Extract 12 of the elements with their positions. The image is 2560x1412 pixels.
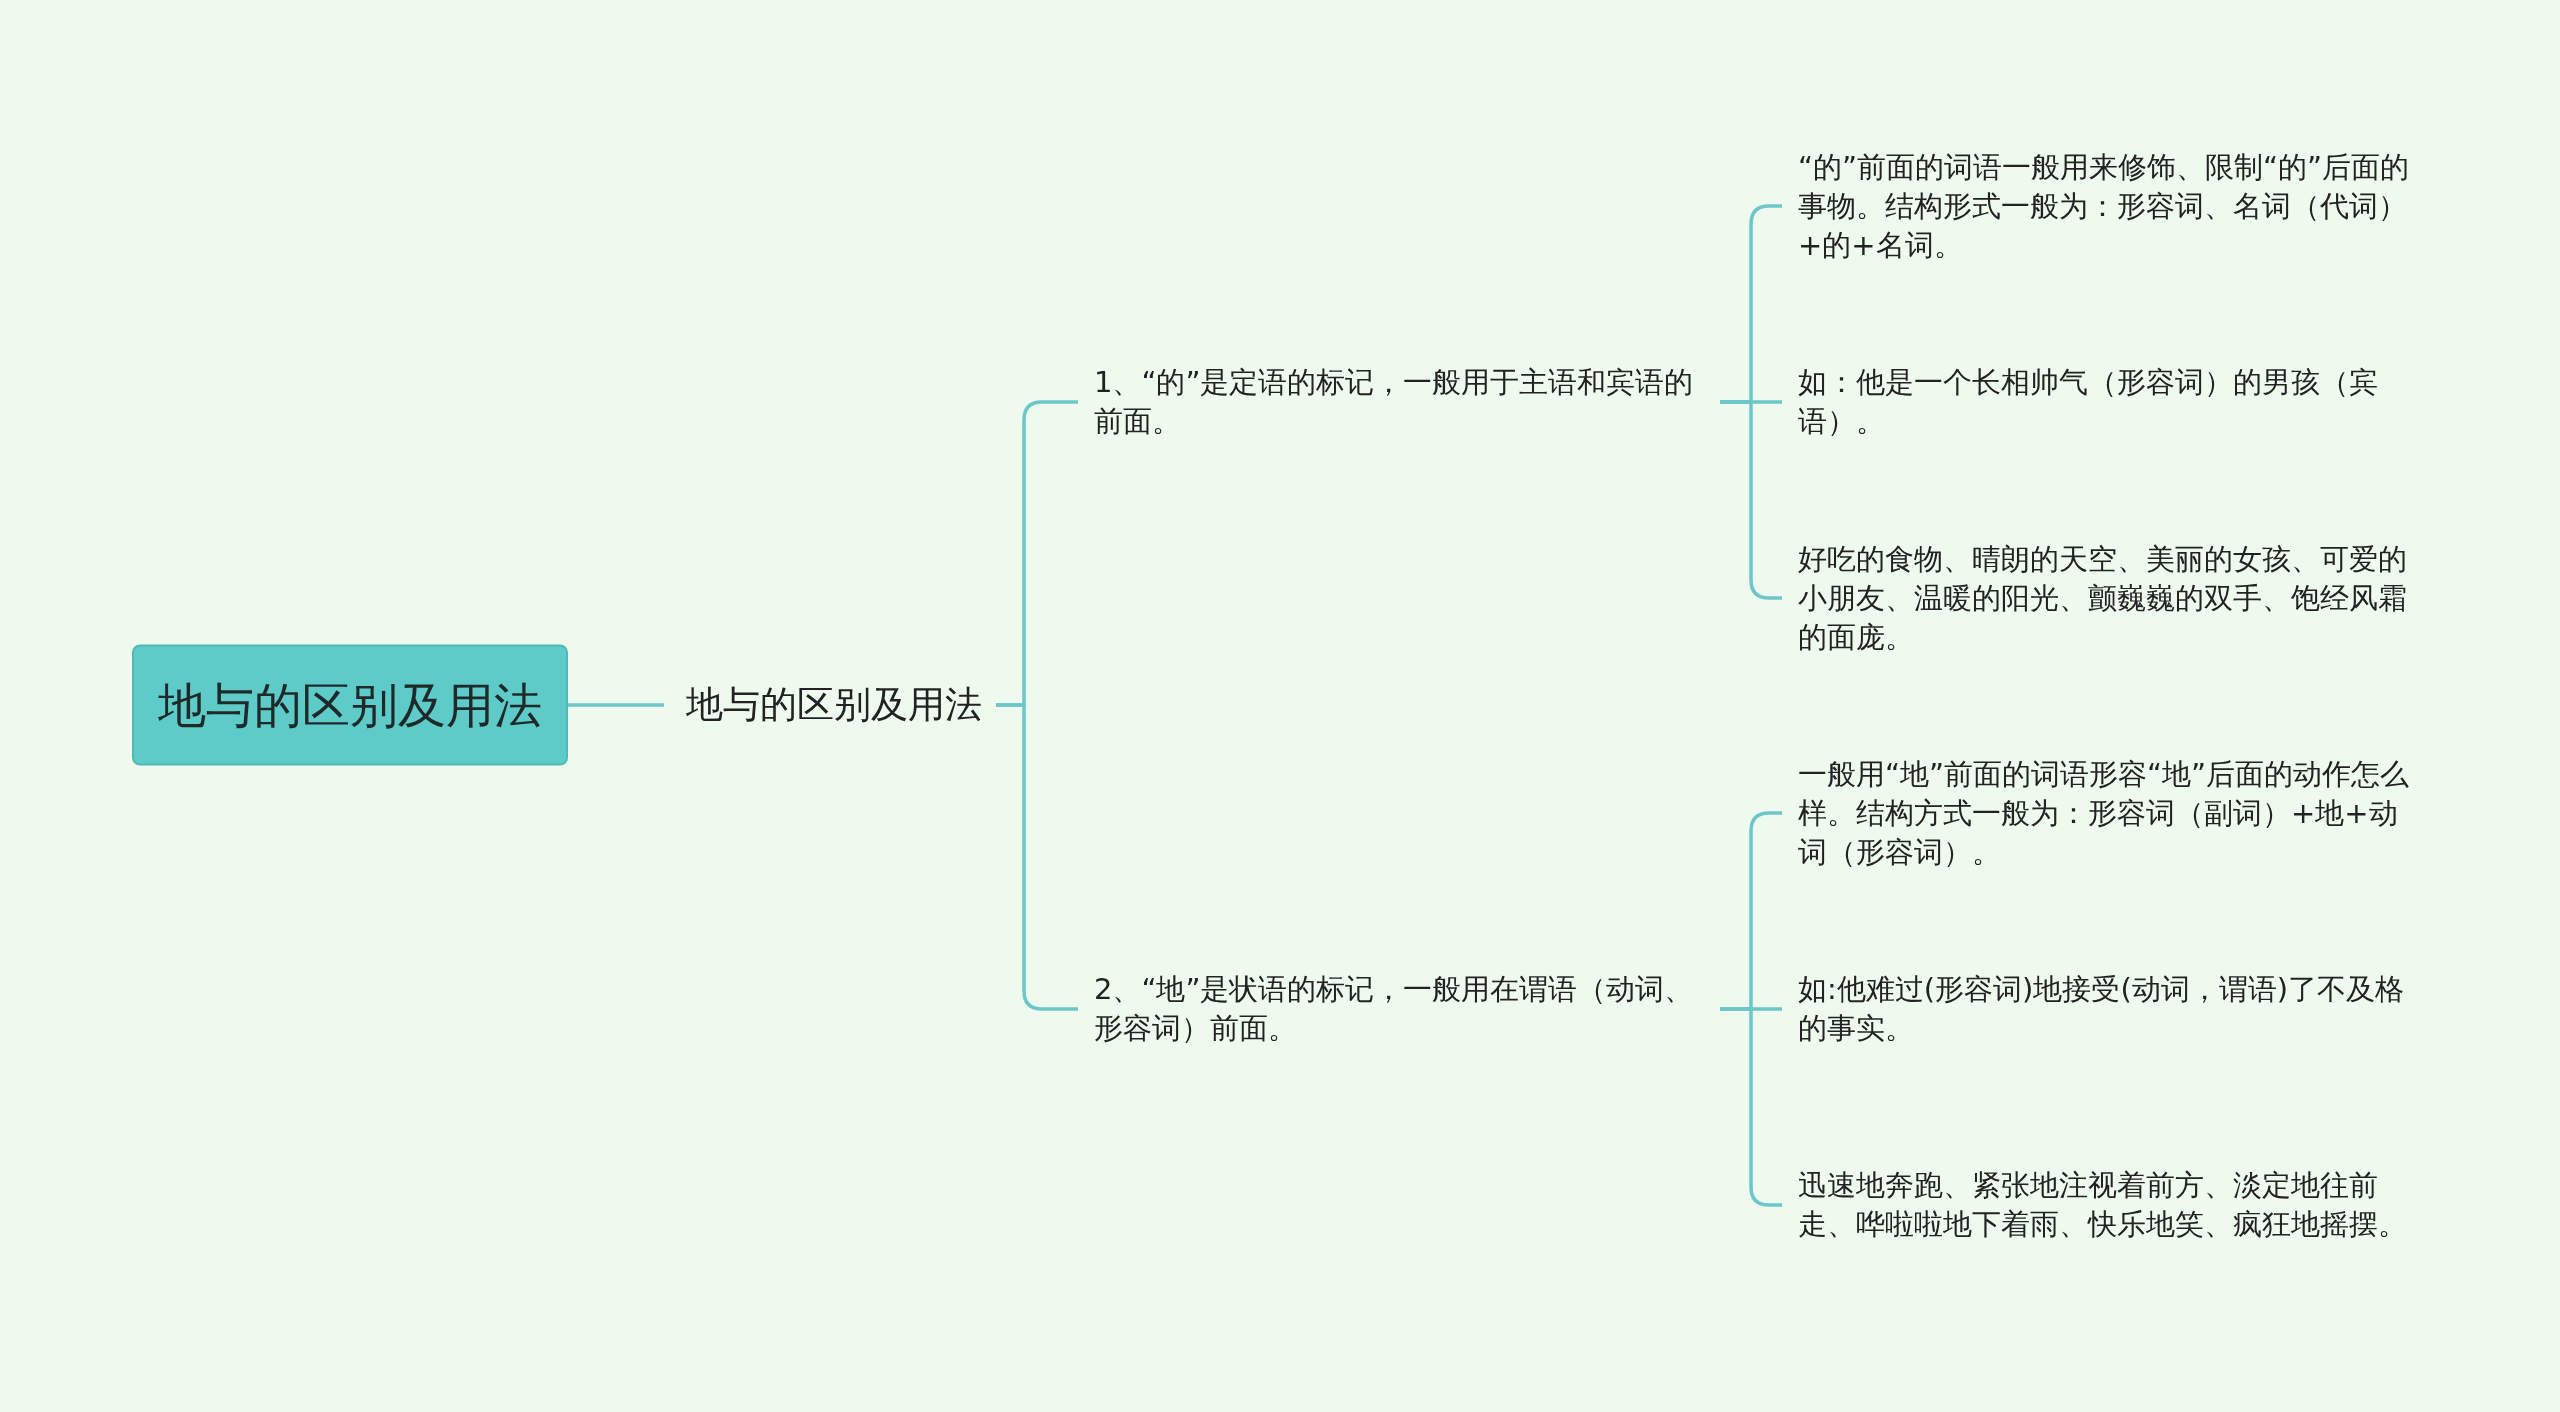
connector-line — [568, 703, 664, 707]
topic-text: “的”前面的词语一般用来修饰、限制“的”后面的事物。结构形式一般为：形容词、名词（代词）+的+名词。 — [1798, 147, 2410, 265]
topic-text: 地与的区别及用法 — [686, 682, 982, 728]
topic-text: 迅速地奔跑、紧张地注视着前方、淡定地往前走、哗啦啦地下着雨、快乐地笑、疯狂地摇摆。 — [1798, 1166, 2410, 1244]
topic-text: 1、“的”是定语的标记，一般用于主语和宾语的前面。 — [1094, 363, 1706, 441]
topic-text: 如：他是一个长相帅气（形容词）的男孩（宾语）。 — [1798, 363, 2410, 441]
connector-line — [996, 703, 1078, 1011]
topic-text: 好吃的食物、晴朗的天空、美丽的女孩、可爱的小朋友、温暖的阳光、颤巍巍的双手、饱经风霜的面庞。 — [1798, 539, 2410, 657]
topic-text: 如:他难过(形容词)地接受(动词，谓语)了不及格的事实。 — [1798, 970, 2410, 1048]
topic-text: 2、“地”是状语的标记，一般用在谓语（动词、形容词）前面。 — [1094, 970, 1706, 1048]
topic-text: 一般用“地”前面的词语形容“地”后面的动作怎么样。结构方式一般为：形容词（副词）+地+动词（形容词）。 — [1798, 754, 2410, 872]
root-topic: 地与的区别及用法 — [132, 644, 568, 766]
